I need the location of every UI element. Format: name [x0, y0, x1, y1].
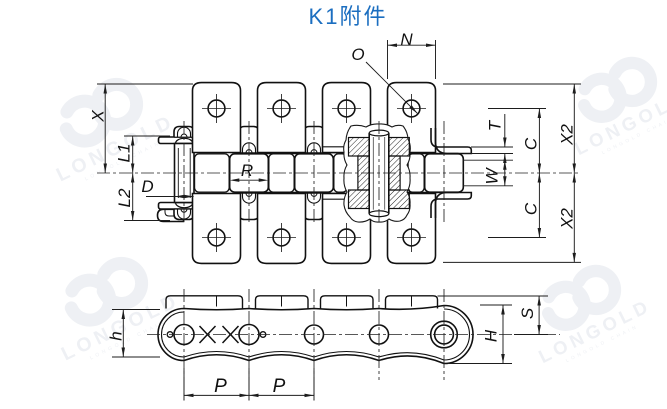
svg-text:L2: L2	[115, 188, 134, 207]
svg-text:S: S	[518, 307, 537, 319]
svg-text:O: O	[351, 45, 364, 64]
svg-text:R: R	[241, 161, 253, 180]
svg-text:X2: X2	[558, 124, 577, 146]
svg-text:X: X	[89, 110, 108, 123]
svg-text:H: H	[482, 329, 501, 342]
svg-text:C: C	[522, 137, 541, 150]
svg-text:L1: L1	[115, 144, 134, 163]
svg-text:K1附件: K1附件	[309, 4, 388, 29]
svg-text:C: C	[522, 202, 541, 215]
svg-text:P: P	[214, 376, 227, 397]
svg-text:D: D	[141, 177, 153, 196]
svg-text:W: W	[483, 167, 502, 185]
svg-text:P: P	[273, 376, 286, 397]
svg-text:N: N	[400, 30, 413, 49]
svg-text:T: T	[486, 119, 505, 131]
svg-text:h: h	[107, 331, 126, 340]
svg-text:X2: X2	[558, 208, 577, 230]
